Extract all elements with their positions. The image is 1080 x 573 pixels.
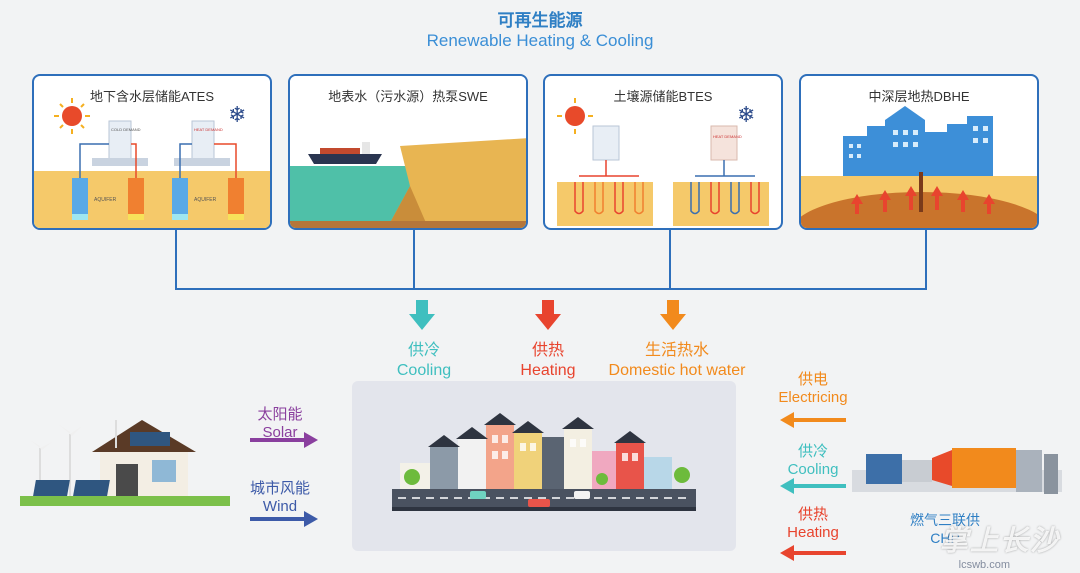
input-cooling-cn: 供冷 bbox=[797, 443, 828, 460]
output-cooling-cn: 供冷 bbox=[407, 342, 440, 359]
ates-illustration: ❄ AQUIFER AQUIFER COLD DEMAND HEAT DEMAN… bbox=[34, 98, 270, 228]
snowflake-icon: ❄ bbox=[737, 102, 755, 127]
output-hotwater-en: Domestic hot water bbox=[608, 362, 746, 379]
heating-down-arrow bbox=[535, 300, 561, 330]
city-illustration bbox=[392, 413, 696, 511]
panel-btes: ❄ HEAT DEMAND 土壤源储能BTES bbox=[543, 74, 783, 230]
output-heating: 供热 Heating bbox=[508, 336, 588, 380]
chp-label-en: CHP bbox=[930, 530, 960, 546]
house-illustration bbox=[20, 420, 230, 506]
swe-illustration bbox=[290, 76, 526, 228]
panel-btes-title: 土壤源储能BTES bbox=[613, 89, 713, 104]
solar-right-arrow bbox=[250, 432, 318, 448]
chp-label: 燃气三联供 CHP bbox=[900, 510, 990, 546]
cold-demand-tag: COLD DEMAND bbox=[111, 127, 141, 132]
panel-dbhe-title: 中深层地热DBHE bbox=[868, 89, 970, 104]
input-wind: 城市风能 Wind bbox=[240, 477, 320, 515]
electricity-left-arrow bbox=[780, 412, 846, 428]
output-cooling-en: Cooling bbox=[396, 362, 452, 379]
aquifer-text-2: AQUIFER bbox=[194, 197, 217, 203]
main-title: 可再生能源 bbox=[497, 11, 583, 30]
dbhe-illustration bbox=[801, 106, 1037, 228]
panel-ates-title: 地下含水层储能ATES bbox=[90, 89, 214, 104]
output-heating-cn: 供热 bbox=[531, 342, 564, 359]
output-hotwater-cn: 生活热水 bbox=[644, 342, 709, 359]
output-hotwater: 生活热水 Domestic hot water bbox=[594, 336, 760, 380]
chp-label-cn: 燃气三联供 bbox=[910, 512, 980, 528]
input-cooling-en: Cooling bbox=[787, 461, 839, 478]
wind-right-arrow bbox=[250, 511, 318, 527]
hotwater-down-arrow bbox=[660, 300, 686, 330]
heating-left-arrow bbox=[780, 545, 846, 561]
panel-ates: ❄ AQUIFER AQUIFER COLD DEMAND HEAT DEMAN… bbox=[32, 74, 272, 230]
watermark-text: 掌上长沙 bbox=[939, 525, 1060, 556]
output-heating-en: Heating bbox=[520, 362, 576, 379]
input-cooling: 供冷 Cooling bbox=[770, 440, 856, 478]
panel-swe: 地表水（污水源）热泵SWE bbox=[288, 74, 528, 230]
input-electricity: 供电 Electricing bbox=[770, 368, 856, 406]
aquifer-text-1: AQUIFER bbox=[94, 197, 117, 203]
input-heating-cn: 供热 bbox=[797, 506, 828, 523]
heat-demand-tag: HEAT DEMAND bbox=[194, 127, 223, 132]
snowflake-icon: ❄ bbox=[228, 102, 246, 127]
input-heating: 供热 Heating bbox=[770, 503, 856, 541]
input-electricity-cn: 供电 bbox=[797, 371, 828, 388]
input-heating-en: Heating bbox=[787, 524, 839, 541]
input-solar-cn: 太阳能 bbox=[257, 406, 303, 423]
cooling-down-arrow bbox=[409, 300, 435, 330]
input-electricity-en: Electricing bbox=[778, 389, 848, 406]
input-wind-en: Wind bbox=[262, 498, 298, 515]
chp-illustration bbox=[852, 448, 1062, 494]
output-cooling: 供冷 Cooling bbox=[384, 336, 464, 380]
cooling-left-arrow bbox=[780, 478, 846, 494]
main-subtitle: Renewable Heating & Cooling bbox=[426, 31, 654, 50]
btes-illustration: ❄ HEAT DEMAND bbox=[557, 98, 769, 226]
watermark-sub: lcswb.com bbox=[958, 559, 1010, 571]
panel-dbhe: 中深层地热DBHE bbox=[799, 74, 1039, 230]
input-solar: 太阳能 Solar bbox=[240, 403, 320, 441]
input-solar-en: Solar bbox=[262, 424, 298, 441]
panel-swe-title: 地表水（污水源）热泵SWE bbox=[328, 89, 488, 104]
input-wind-cn: 城市风能 bbox=[249, 480, 310, 497]
heat-demand-tag-btes: HEAT DEMAND bbox=[713, 134, 742, 139]
city-panel bbox=[352, 381, 736, 551]
